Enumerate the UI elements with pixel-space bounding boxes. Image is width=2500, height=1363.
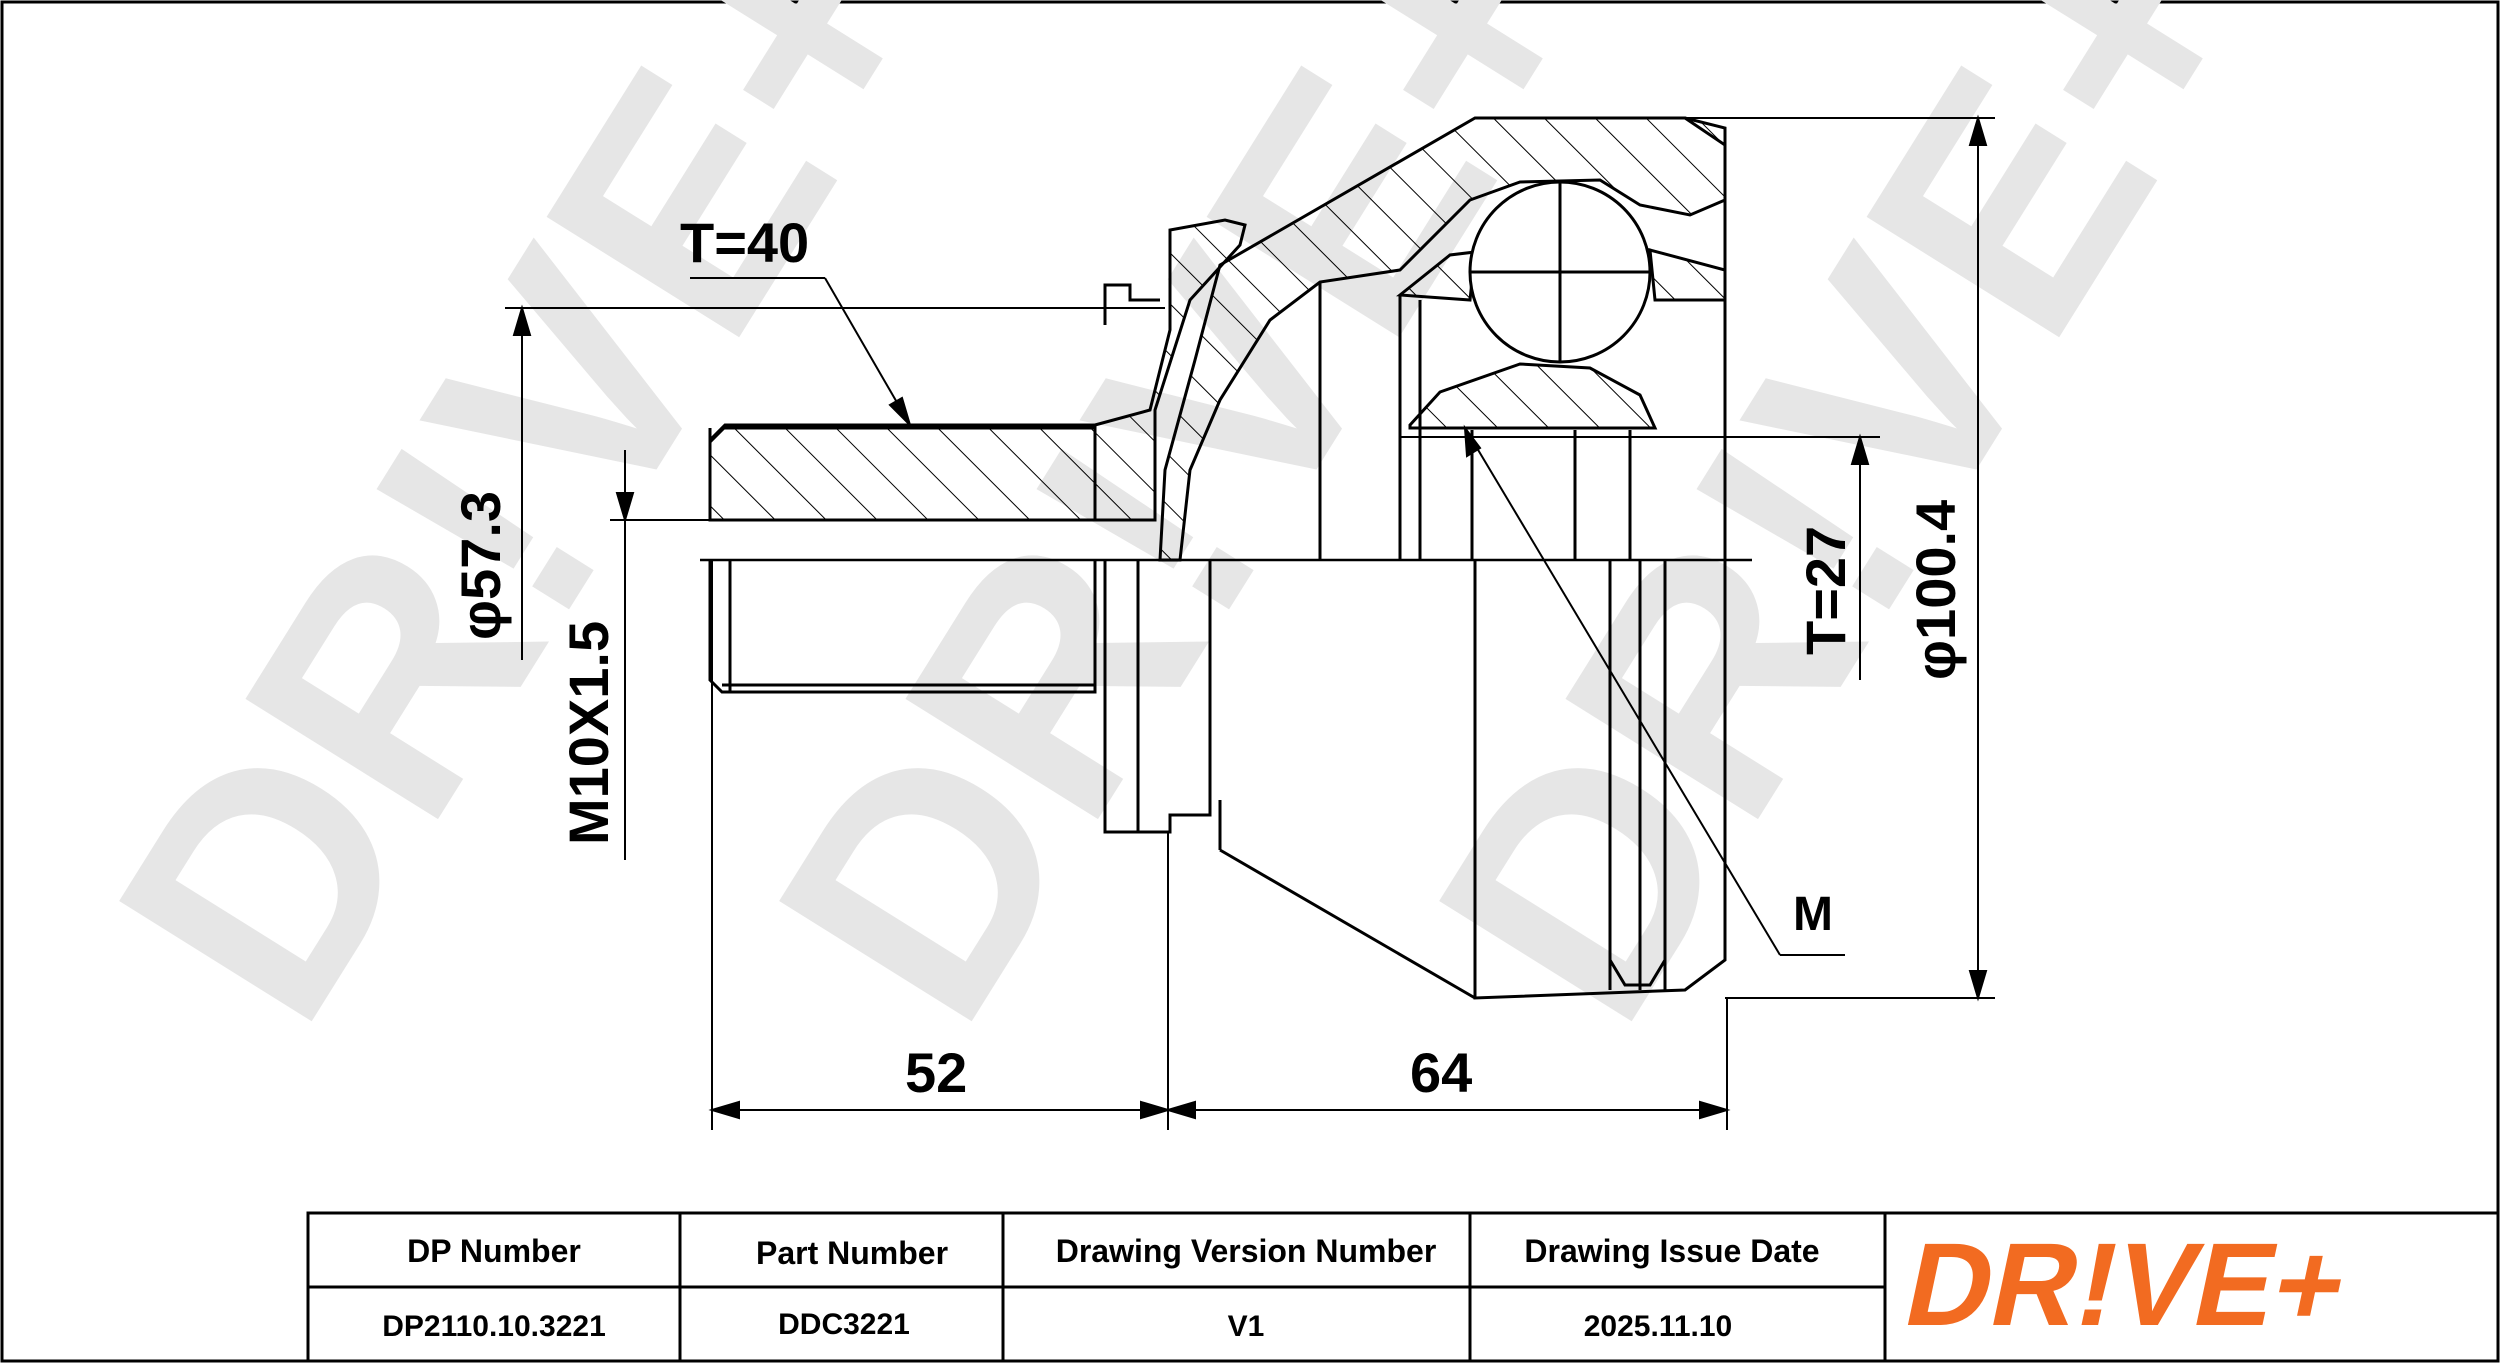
dim-64-arrow-left bbox=[1164, 1100, 1196, 1120]
title-block bbox=[306, 1211, 2500, 1363]
label-m10: M10X1.5 bbox=[557, 621, 620, 845]
title-block-text: DP Number Part Number Drawing Version Nu… bbox=[382, 1233, 1819, 1343]
label-t27: T=27 bbox=[1794, 526, 1857, 655]
header-part-number: Part Number bbox=[756, 1235, 948, 1271]
header-dp-number: DP Number bbox=[407, 1233, 581, 1269]
header-drawing-issue-date: Drawing Issue Date bbox=[1524, 1233, 1819, 1269]
lower-cone bbox=[1219, 848, 1476, 1000]
value-part-number: DDC3221 bbox=[778, 1308, 910, 1341]
dim-m-arrow bbox=[1463, 424, 1482, 458]
dim-m-leader bbox=[1464, 427, 1781, 956]
value-drawing-issue-date: 2025.11.10 bbox=[1584, 1310, 1733, 1343]
dim-64-arrow-right bbox=[1699, 1100, 1731, 1120]
dimension-labels: T=40 φ57.3 M10X1.5 T=27 φ100.4 M 52 64 bbox=[449, 211, 1967, 1104]
bell-groove bbox=[1608, 959, 1667, 987]
label-t40: T=40 bbox=[680, 211, 809, 274]
thread-stub-lower bbox=[708, 560, 1097, 694]
collar-lower bbox=[1103, 560, 1212, 834]
label-phi57: φ57.3 bbox=[449, 491, 512, 640]
drive-logo: DR!VE+ bbox=[1895, 1219, 2359, 1351]
thread-stub-outline bbox=[708, 423, 1097, 522]
dim-t27-arrow bbox=[1850, 433, 1870, 465]
label-52: 52 bbox=[905, 1041, 967, 1104]
value-dp-number: DP2110.10.3221 bbox=[382, 1310, 606, 1343]
dim-100-arrow-top bbox=[1968, 114, 1988, 146]
label-phi100: φ100.4 bbox=[1904, 500, 1967, 680]
bell-housing-right-lip bbox=[1648, 247, 1727, 302]
logo-text: DR!VE+ bbox=[1895, 1219, 2359, 1351]
dim-52-arrow-left bbox=[708, 1100, 740, 1120]
label-m: M bbox=[1793, 888, 1833, 941]
dim-52-arrow-right bbox=[1140, 1100, 1172, 1120]
watermark-group: DR!VE+ DR!VE+ DR!VE+ bbox=[46, 0, 2325, 1077]
header-drawing-version: Drawing Version Number bbox=[1056, 1233, 1437, 1269]
dimension-lines bbox=[505, 114, 1995, 1130]
dim-100-arrow-bot bbox=[1968, 970, 1988, 1002]
dim-t40-arrow bbox=[888, 396, 911, 426]
inner-race-section bbox=[1408, 362, 1658, 430]
dim-m10-arrow bbox=[615, 492, 635, 524]
dim-57-arrow bbox=[512, 304, 532, 336]
label-64: 64 bbox=[1410, 1041, 1472, 1104]
collar-upper bbox=[1103, 283, 1160, 325]
value-drawing-version: V1 bbox=[1228, 1310, 1265, 1343]
